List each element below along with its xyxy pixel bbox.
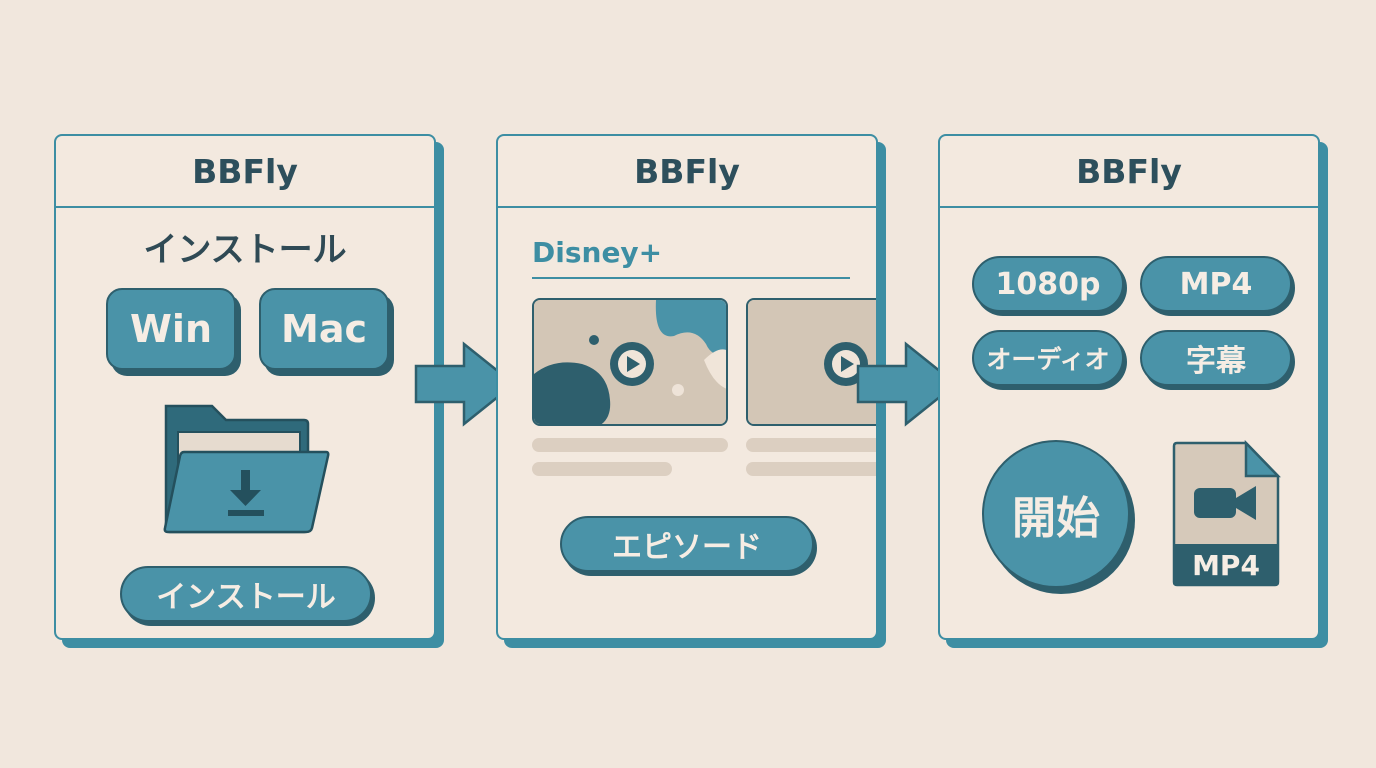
panel-title: BBFly: [56, 136, 434, 208]
service-label: Disney+: [532, 236, 663, 269]
video-camera-icon: [1194, 486, 1256, 520]
subtitle-placeholder: [746, 462, 876, 476]
title-placeholder: [746, 438, 876, 452]
subtitle-placeholder: [532, 462, 672, 476]
arrow-right-icon: [414, 341, 517, 427]
file-format-label: MP4: [1192, 548, 1260, 582]
subtitle-option[interactable]: 字幕: [1140, 330, 1292, 386]
resolution-option[interactable]: 1080p: [972, 256, 1124, 312]
panel-title: BBFly: [940, 136, 1318, 208]
panel-title: BBFly: [498, 136, 876, 208]
folder-download-icon: [163, 404, 330, 534]
install-button[interactable]: インストール: [120, 566, 372, 622]
episodes-button[interactable]: エピソード: [560, 516, 814, 572]
title-placeholder: [532, 438, 728, 452]
windows-button[interactable]: Win: [106, 288, 236, 370]
step-download-panel: BBFly 1080p MP4 オーディオ 字幕 開始 MP4: [938, 134, 1320, 640]
arrow-right-icon: [856, 341, 959, 427]
format-option[interactable]: MP4: [1140, 256, 1292, 312]
step-install-panel: BBFly インストール Win Mac インストール: [54, 134, 436, 640]
video-file-icon: MP4: [1170, 440, 1282, 588]
start-button[interactable]: 開始: [982, 440, 1130, 588]
install-heading: インストール: [143, 230, 347, 270]
video-thumbnail[interactable]: [532, 298, 728, 426]
step-select-panel: BBFly Disney+ エ: [496, 134, 878, 640]
play-icon[interactable]: [610, 342, 654, 386]
audio-option[interactable]: オーディオ: [972, 330, 1124, 386]
video-thumbnail[interactable]: [746, 298, 876, 426]
mac-button[interactable]: Mac: [259, 288, 389, 370]
service-underline: [532, 277, 850, 279]
